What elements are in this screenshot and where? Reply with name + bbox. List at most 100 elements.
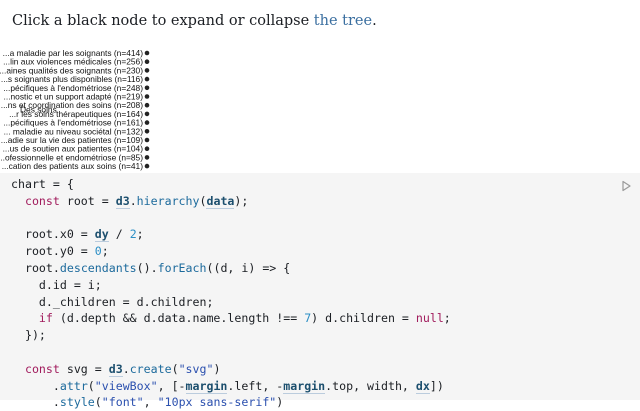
tree-node-dot[interactable] (144, 137, 150, 143)
code-line: }); (11, 327, 451, 344)
tree-node[interactable]: ...aines qualités des soignants (n=230) (0, 65, 150, 75)
tree-node[interactable]: ...adie sur la vie des patientes (n=109) (1, 135, 150, 145)
tree-node-dot[interactable] (144, 85, 150, 91)
code-token: d._children = d.children; (11, 294, 214, 309)
code-token: . (11, 395, 60, 410)
code-token: attr (59, 378, 88, 393)
code-token: dy (94, 227, 109, 243)
code-token: ); (234, 193, 249, 208)
tree-overlap-label: Des soins (20, 104, 57, 114)
tree-node-label: ...aines qualités des soignants (n=230) (0, 65, 143, 75)
code-token: ) (276, 395, 284, 410)
code-token: ( (199, 193, 207, 208)
code-token: ( (87, 378, 95, 393)
code-token: svg = (66, 361, 109, 376)
tree-node[interactable]: ...lin aux violences médicales (n=256) (3, 57, 150, 67)
tree-node-label: ...ofessionnelle et endométriose (n=85) (0, 152, 143, 162)
tree-node[interactable]: ... maladie au niveau sociétal (n=132) (4, 126, 150, 136)
code-token: root.y0 = (11, 244, 95, 259)
tree-node-dot[interactable] (144, 146, 150, 151)
tree-node-dot[interactable] (144, 129, 150, 134)
tree-node-label: ...a maladie par les soignants (n=414) (3, 48, 144, 58)
code-token: 7 (304, 311, 312, 326)
tree-node[interactable]: ...r les soins thérapeutiques (n=164) (9, 109, 150, 119)
code-token: const (11, 193, 67, 208)
code-token: data (206, 193, 235, 209)
code-token: . (129, 193, 137, 208)
tree-node[interactable]: ...nostic et un support adapté (n=219) (4, 92, 150, 102)
tree-node[interactable]: ...pécifiques à l'endométriose (n=161) (3, 118, 150, 128)
code-cell[interactable]: chart = { const root = d3.hierarchy(data… (0, 173, 640, 409)
tree-svg: ...a maladie par les soignants (n=414)..… (0, 48, 150, 171)
tree-node[interactable]: ...ns et coordination des soins (n=208) (1, 100, 150, 110)
code-token: 0 (94, 244, 102, 259)
tree-node-dot[interactable] (144, 155, 150, 160)
code-line: d.id = i; (11, 277, 451, 294)
code-token: descendants (59, 260, 137, 275)
tree-node-dot[interactable] (144, 120, 150, 125)
code-token: create (129, 361, 172, 376)
code-token: root. (11, 260, 60, 275)
tree-node-dot[interactable] (144, 76, 150, 82)
code-token: . (11, 378, 60, 393)
tree-node[interactable]: ...cation des patients aux soins (n=41) (2, 161, 150, 171)
code-token: ( (171, 361, 179, 376)
code-token: chart = { (11, 177, 74, 191)
tree-node-dot[interactable] (144, 111, 150, 117)
code-token: forEach (157, 260, 207, 275)
tree-node[interactable]: ...pécifiques à l'endométriose (n=248) (3, 83, 150, 93)
intro-text: Click a black node to expand or collapse… (12, 11, 377, 31)
code-token: ]) (429, 378, 444, 393)
tree-node-label: ...us de soutien aux patientes (n=104) (3, 144, 144, 154)
code-token: ( (94, 395, 102, 410)
code-token: 2 (129, 227, 137, 242)
code-token: margin (283, 378, 326, 394)
code-token: "10px sans-serif" (157, 395, 277, 410)
tree-node-dot[interactable] (144, 59, 150, 64)
code-token: ; (101, 244, 109, 259)
tree-node-dot[interactable] (144, 50, 150, 56)
tree-node-dot[interactable] (144, 163, 150, 169)
code-token: (d.depth && d.data.name.length !== (59, 311, 305, 326)
tree-node-dot[interactable] (144, 94, 150, 99)
code-token: ; (443, 311, 451, 326)
code-line: .style("font", "10px sans-serif") (11, 394, 451, 411)
code-editor[interactable]: chart = { const root = d3.hierarchy(data… (11, 176, 451, 411)
code-token: (). (136, 260, 158, 275)
tree-node-label: ...adie sur la vie des patientes (n=109) (1, 135, 143, 145)
code-line (11, 210, 451, 227)
tree-node-label: ...pécifiques à l'endométriose (n=248) (3, 83, 143, 93)
code-token: ((d, i) => { (206, 260, 291, 275)
run-cell-icon[interactable] (620, 180, 632, 192)
code-token: root = (66, 193, 116, 208)
code-line (11, 344, 451, 361)
tree-node-dot[interactable] (144, 68, 150, 73)
tree-node[interactable]: ...s soignants plus disponibles (n=116) (1, 74, 150, 84)
tree-link[interactable]: the tree (313, 13, 373, 29)
intro-text-suffix: . (372, 13, 377, 29)
code-token: const (11, 361, 67, 376)
code-token: if (11, 311, 60, 326)
code-line: root.descendants().forEach((d, i) => { (11, 260, 451, 277)
code-token: .top, width, (325, 378, 416, 393)
code-line: const svg = d3.create("svg") (11, 361, 451, 378)
tree-node-label: ... maladie au niveau sociétal (n=132) (4, 126, 144, 136)
code-line: const root = d3.hierarchy(data); (11, 193, 451, 210)
tree-node-label: ...lin aux violences médicales (n=256) (3, 57, 143, 67)
code-token: d.id = i; (11, 277, 102, 292)
code-token: , (143, 395, 158, 410)
code-token: ) (213, 361, 221, 376)
code-token: }); (11, 328, 46, 343)
tree-node[interactable]: ...ofessionnelle et endométriose (n=85) (0, 152, 150, 162)
code-token: null (415, 311, 444, 326)
tree-node[interactable]: ...a maladie par les soignants (n=414) (3, 48, 150, 58)
code-token: root.x0 = (11, 227, 95, 242)
tree-node[interactable]: ...us de soutien aux patientes (n=104) (3, 144, 150, 154)
code-line: .attr("viewBox", [-margin.left, -margin.… (11, 378, 451, 395)
code-token: , [- (157, 378, 186, 393)
code-token: / (108, 227, 130, 242)
tree-node-dot[interactable] (144, 102, 150, 108)
code-token: . (122, 361, 130, 376)
code-token: "viewBox" (94, 378, 158, 393)
code-token: d3 (108, 361, 123, 377)
